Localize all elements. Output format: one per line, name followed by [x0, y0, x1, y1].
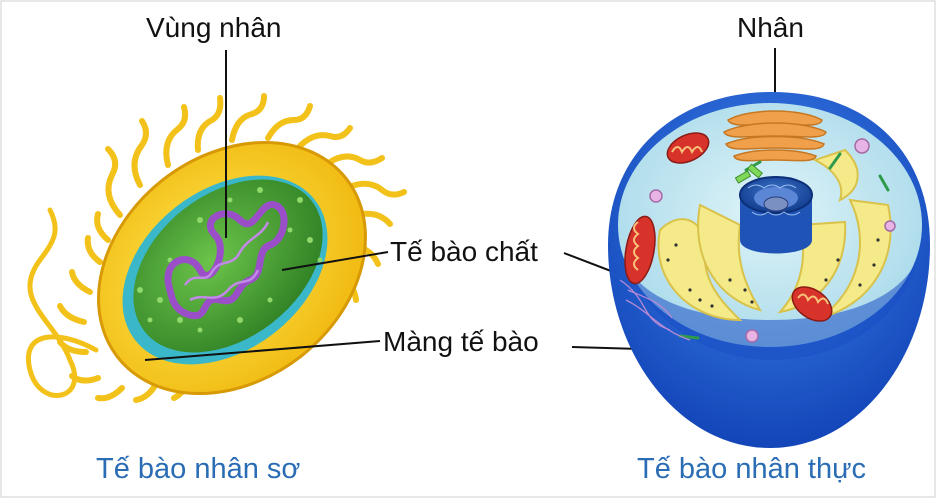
label-nucleoid: Vùng nhân — [146, 12, 281, 44]
caption-prokaryote: Tế bào nhân sơ — [96, 452, 300, 486]
eukaryotic-cell — [608, 92, 930, 448]
caption-eukaryote: Tế bào nhân thực — [637, 452, 866, 486]
prokaryotic-cell — [28, 90, 415, 445]
label-nucleus: Nhân — [737, 12, 804, 44]
label-cytoplasm: Tế bào chất — [390, 236, 538, 268]
nucleus — [740, 177, 812, 254]
label-membrane: Màng tế bào — [383, 326, 539, 358]
